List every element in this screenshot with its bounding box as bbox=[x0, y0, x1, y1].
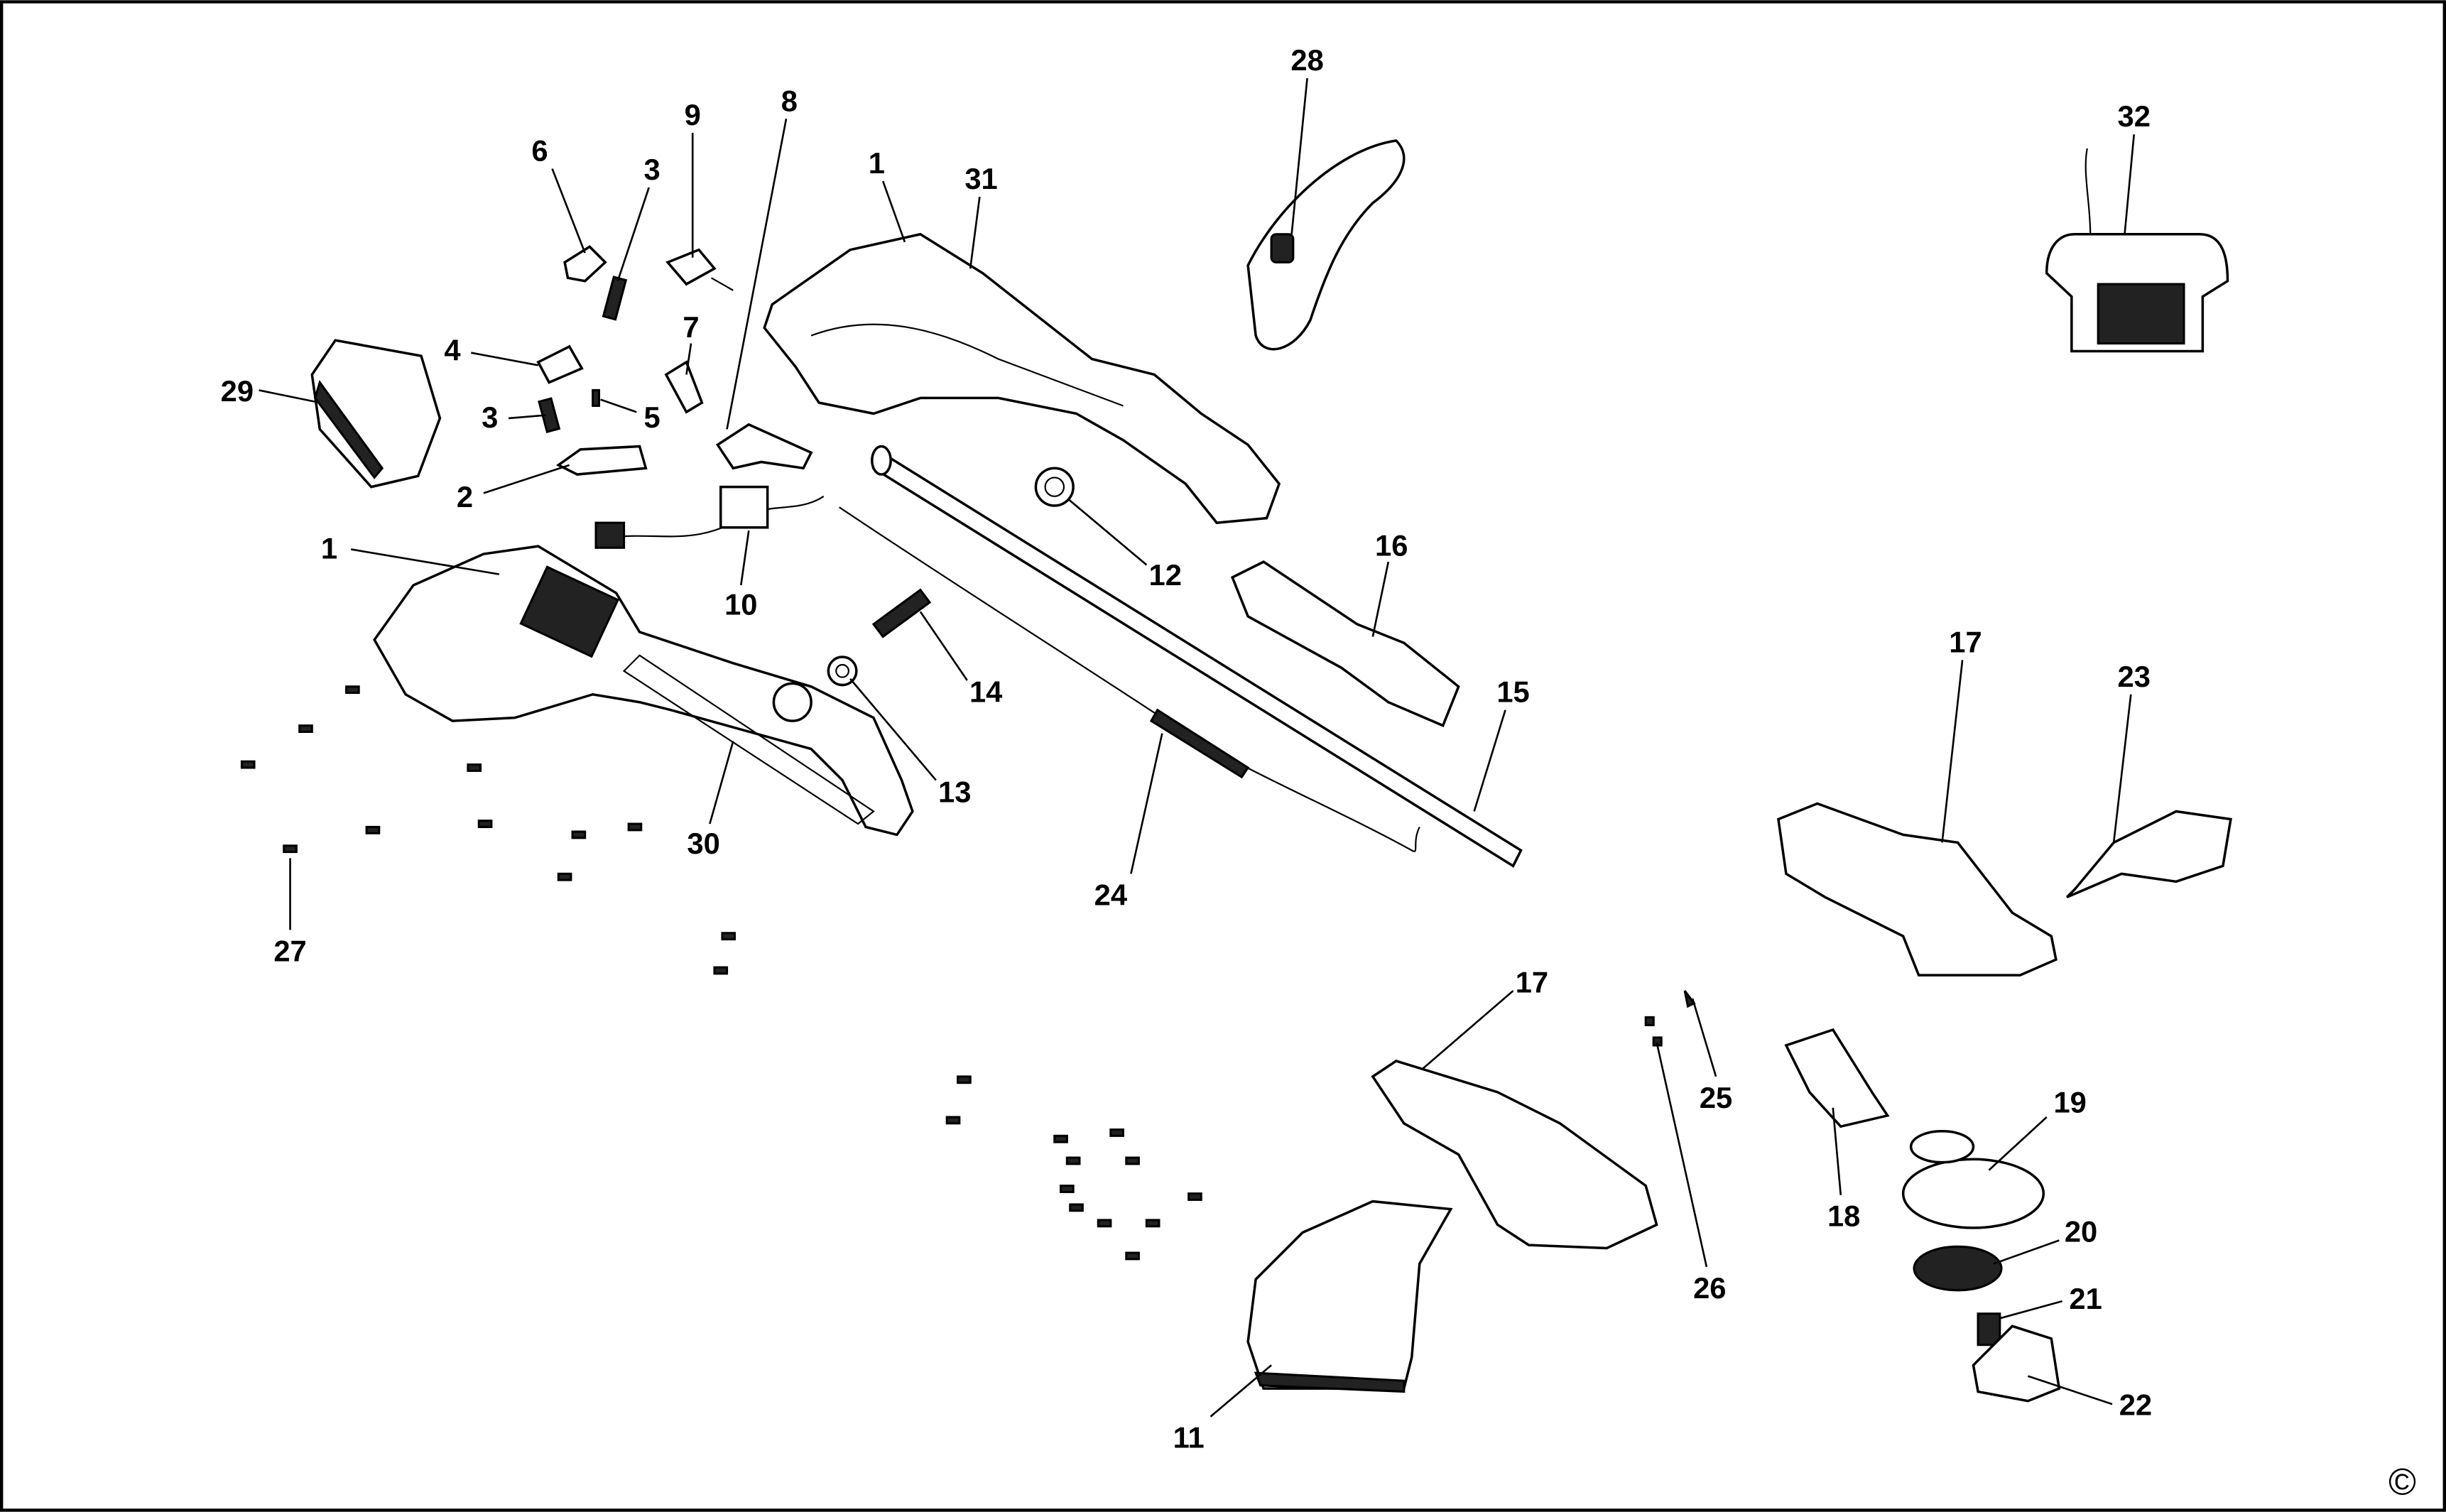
part-19-spool-housing bbox=[1901, 1129, 2045, 1229]
part-11-guard bbox=[1246, 1200, 1453, 1393]
label-31: 31 bbox=[964, 162, 997, 195]
part-21-spring bbox=[1977, 1312, 2001, 1347]
label-17-lower: 17 bbox=[1516, 965, 1548, 999]
label-20: 20 bbox=[2065, 1215, 2097, 1249]
part-24-cable bbox=[839, 506, 1420, 852]
label-29: 29 bbox=[221, 374, 254, 408]
label-26: 26 bbox=[1693, 1271, 1726, 1305]
label-21: 21 bbox=[2069, 1282, 2102, 1315]
label-11: 11 bbox=[1173, 1421, 1205, 1454]
part-17-head-assembly bbox=[1371, 1059, 1658, 1250]
label-1-top: 1 bbox=[869, 146, 885, 180]
part-32-charger bbox=[2045, 148, 2229, 353]
label-14: 14 bbox=[969, 675, 1002, 709]
label-32: 32 bbox=[2118, 99, 2151, 133]
part-6 bbox=[563, 245, 607, 283]
part-17-upper-motor-housing bbox=[1776, 802, 2058, 977]
part-4 bbox=[536, 344, 584, 384]
part-23-guard-handle bbox=[2066, 810, 2232, 898]
part-2-lock bbox=[555, 445, 648, 476]
label-3-lower: 3 bbox=[482, 401, 498, 434]
part-1-30-lower-housing bbox=[373, 545, 914, 837]
label-1-lower: 1 bbox=[321, 532, 337, 565]
label-7: 7 bbox=[683, 310, 699, 344]
label-4: 4 bbox=[444, 334, 460, 367]
part-3-spring-lower bbox=[538, 397, 561, 433]
part-14-spring bbox=[871, 588, 932, 638]
part-7 bbox=[664, 360, 704, 414]
part-29-battery bbox=[310, 339, 442, 489]
label-13: 13 bbox=[938, 775, 971, 808]
part-8-10-wiring bbox=[594, 423, 825, 549]
label-18: 18 bbox=[1827, 1200, 1860, 1233]
label-6: 6 bbox=[531, 134, 548, 168]
part-18-motor bbox=[1784, 1028, 1890, 1128]
part-12-bushing bbox=[1034, 467, 1075, 507]
part-9-switch bbox=[665, 248, 734, 291]
part-28-handle bbox=[1246, 139, 1406, 351]
label-3-top: 3 bbox=[644, 153, 661, 186]
label-22: 22 bbox=[2119, 1388, 2152, 1421]
label-28: 28 bbox=[1290, 43, 1323, 77]
label-10: 10 bbox=[724, 588, 757, 621]
part-5 bbox=[592, 388, 600, 407]
label-12: 12 bbox=[1149, 558, 1182, 592]
part-22-cap bbox=[1972, 1325, 2061, 1403]
part-labels: 28 32 9 8 6 3 1 31 7 4 29 3 5 2 1 10 12 … bbox=[221, 43, 2416, 1503]
label-23: 23 bbox=[2118, 660, 2151, 693]
label-30: 30 bbox=[687, 827, 719, 860]
copyright-symbol: © bbox=[2388, 1462, 2416, 1503]
label-2: 2 bbox=[457, 480, 473, 513]
label-15: 15 bbox=[1496, 675, 1529, 709]
label-9: 9 bbox=[685, 98, 701, 131]
part-15-shaft bbox=[871, 445, 1523, 868]
part-13-bearing bbox=[827, 656, 858, 687]
label-8: 8 bbox=[781, 84, 798, 117]
label-5: 5 bbox=[644, 401, 661, 434]
label-17-upper: 17 bbox=[1949, 625, 1982, 658]
label-16: 16 bbox=[1375, 528, 1408, 562]
part-16-collar bbox=[1230, 560, 1460, 727]
label-25: 25 bbox=[1700, 1081, 1732, 1114]
part-1-31-upper-housing bbox=[763, 232, 1281, 524]
leader-lines bbox=[259, 78, 2136, 1418]
label-19: 19 bbox=[2053, 1085, 2086, 1119]
part-3-spring-top bbox=[602, 276, 628, 321]
part-20-spool bbox=[1913, 1245, 2003, 1292]
label-24: 24 bbox=[1094, 878, 1127, 911]
label-27: 27 bbox=[273, 934, 306, 967]
